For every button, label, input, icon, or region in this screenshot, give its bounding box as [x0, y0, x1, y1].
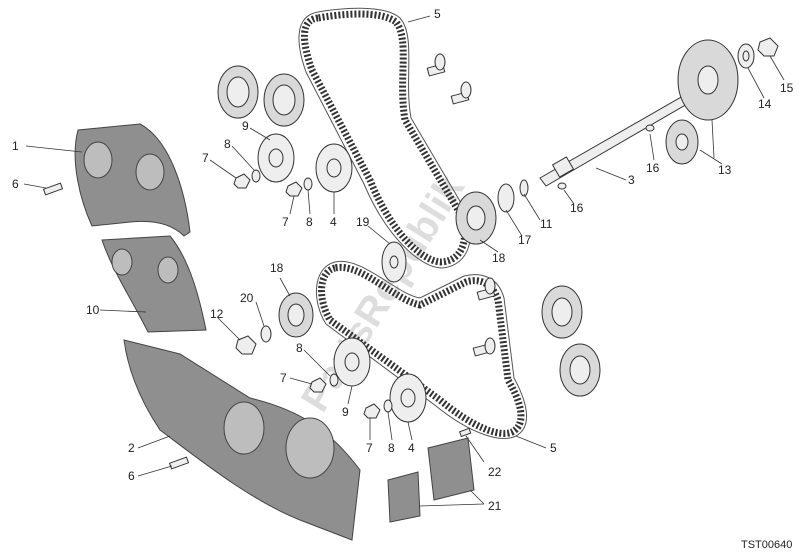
callout-1: 1 [12, 139, 19, 153]
callout-9-upper: 9 [242, 119, 249, 133]
callout-7-d: 7 [366, 441, 373, 455]
screw-22 [458, 427, 472, 438]
callout-16-a: 16 [646, 161, 660, 175]
gear-13-large [677, 39, 739, 121]
callout-11: 11 [540, 217, 553, 231]
callout-18-central: 18 [492, 251, 506, 265]
callout-6-upper: 6 [12, 177, 19, 191]
callout-4-upper: 4 [330, 215, 337, 229]
nut-15 [757, 37, 779, 57]
upper-tensioner-9 [257, 133, 295, 183]
callout-4-lower: 4 [408, 441, 415, 455]
callout-9-lower: 9 [342, 405, 349, 419]
gear-13-small [665, 119, 699, 165]
callout-14: 14 [758, 97, 772, 111]
callout-8-d: 8 [388, 441, 395, 455]
callout-7-b: 7 [282, 215, 289, 229]
lower-studs [472, 277, 496, 357]
callout-13: 13 [718, 163, 732, 177]
callout-22: 22 [488, 465, 502, 479]
middle-cover-10 [101, 235, 207, 333]
callout-18-lower: 18 [270, 261, 284, 275]
bracket-21 [387, 437, 475, 523]
callout-15: 15 [780, 81, 794, 95]
leader-lines [23, 15, 785, 507]
jackshaft-3 [539, 91, 695, 187]
central-pulley-18 [455, 191, 497, 245]
callout-6-lower: 6 [128, 469, 135, 483]
callout-20: 20 [240, 291, 254, 305]
lower-cam-pulley-18 [278, 292, 314, 338]
callout-19: 19 [356, 215, 370, 229]
callout-10: 10 [86, 303, 100, 317]
callout-3: 3 [628, 173, 635, 187]
callout-8-b: 8 [306, 215, 313, 229]
upper-cam-pulley-pair [217, 65, 305, 127]
callout-16-b: 16 [570, 201, 584, 215]
upper-idler-4 [315, 143, 353, 193]
screws-6 [42, 182, 190, 470]
washer-19 [381, 241, 407, 283]
callout-17: 17 [518, 233, 532, 247]
callout-5-upper: 5 [434, 7, 441, 21]
diagram-code: TST00640 [741, 539, 792, 551]
lower-nut-12-washer-20 [235, 325, 272, 355]
washers-11-17 [497, 179, 529, 213]
callout-labels: 1 2 3 4 4 5 5 6 6 7 7 7 7 8 8 8 8 9 9 10… [12, 7, 794, 513]
callout-8-c: 8 [296, 341, 303, 355]
front-cover-1 [74, 123, 191, 237]
upper-nuts-washers [233, 169, 313, 197]
lower-cover-2 [123, 339, 361, 541]
washer-14 [737, 43, 755, 69]
callout-5-lower: 5 [550, 441, 557, 455]
lower-cam-pulley-pair [541, 285, 601, 397]
callout-12: 12 [210, 307, 224, 321]
callout-8-a: 8 [224, 137, 231, 151]
lower-idler-4 [389, 373, 427, 423]
keys-16 [557, 124, 655, 190]
callout-2: 2 [128, 441, 135, 455]
callout-7-a: 7 [202, 151, 209, 165]
lower-nuts-washers [309, 373, 393, 419]
lower-tensioner-9 [333, 337, 371, 387]
callout-21: 21 [488, 499, 502, 513]
upper-timing-belt [298, 7, 471, 269]
callout-7-c: 7 [280, 371, 287, 385]
upper-studs [426, 53, 472, 105]
lower-timing-belt [315, 260, 528, 439]
